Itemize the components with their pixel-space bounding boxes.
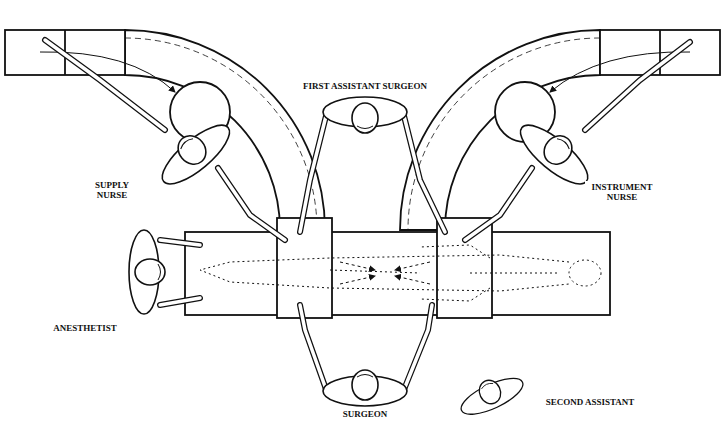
role-label: SUPPLY NURSE xyxy=(85,179,139,202)
role-label: SECOND ASSISTANT xyxy=(544,396,637,408)
role-label: SURGEON xyxy=(341,408,390,420)
role-label: ANESTHETIST xyxy=(51,322,119,334)
role-label: FIRST ASSISTANT SURGEON xyxy=(301,80,429,92)
role-label: INSTRUMENT NURSE xyxy=(585,181,659,204)
